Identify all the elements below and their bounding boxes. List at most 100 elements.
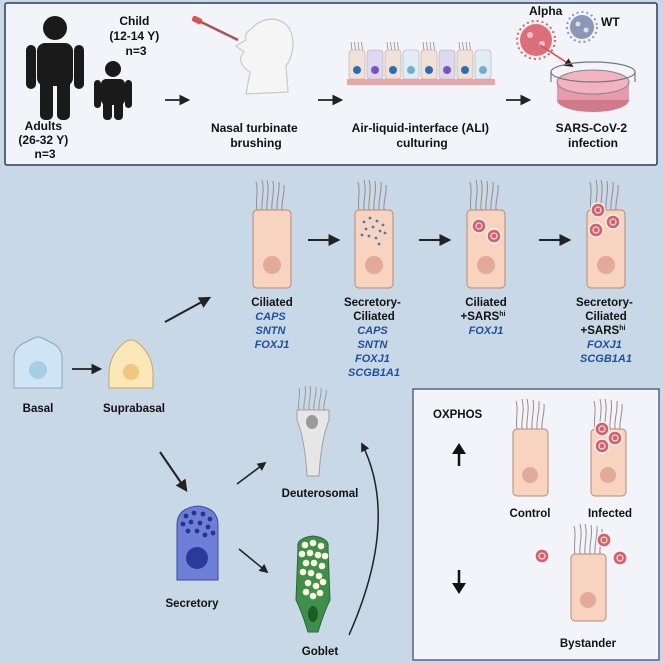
bystander-label: Bystander <box>560 638 617 650</box>
secretory-dot <box>374 236 378 240</box>
adult-silhouette-icon <box>26 16 84 120</box>
secretory-dot <box>375 219 379 223</box>
secretory-dot <box>381 223 385 227</box>
secretory-granule <box>205 524 211 530</box>
secretory-ciliated-sars-title-line3: +SARShi <box>581 325 626 337</box>
deuterosomal-cell <box>296 385 330 477</box>
basal-label: Basal <box>23 403 54 415</box>
secretory-dot <box>377 242 381 246</box>
infected-label: Infected <box>588 508 632 520</box>
virus-particle <box>471 218 487 234</box>
secretory-cell <box>176 505 219 581</box>
goblet-granule <box>319 578 327 586</box>
goblet-granule <box>317 542 325 550</box>
goblet-granule <box>314 551 322 559</box>
secretory-dot <box>368 216 372 220</box>
ali-cell <box>420 49 438 80</box>
control-label: Control <box>510 508 551 520</box>
secretory-dot <box>378 229 382 233</box>
goblet-cell <box>295 535 331 633</box>
ciliated-title: Ciliated <box>251 297 293 309</box>
ali-cilium <box>469 41 471 51</box>
ali-cell <box>456 49 474 80</box>
ciliated-cell <box>252 179 292 289</box>
secretory-ciliated-cell <box>354 179 394 289</box>
virus-particle <box>605 214 621 230</box>
ali-nucleus <box>389 66 397 74</box>
ciliated-genes: CAPS SNTN FOXJ1 <box>255 311 290 351</box>
secretory-ciliated-title: Secretory- Ciliated <box>344 297 404 323</box>
secretory-granule <box>200 511 206 517</box>
secretory-granule <box>180 521 186 527</box>
secretory-granule <box>191 510 197 516</box>
secretory-ciliated-genes: CAPS SNTN FOXJ1 SCGB1A1 <box>348 325 400 379</box>
goblet-granule <box>309 592 317 600</box>
virus-particle <box>590 202 606 218</box>
basal-cell <box>13 336 63 389</box>
ali-cilium <box>433 41 435 51</box>
ali-cilium <box>361 41 363 51</box>
secretory-granule <box>207 516 213 522</box>
ali-nucleus <box>461 66 469 74</box>
virus-particle <box>588 222 604 238</box>
adult-label: Adults (26-32 Y) n=3 <box>18 119 71 161</box>
ali-cell <box>474 49 492 80</box>
alpha-to-dish-arrow <box>539 44 574 67</box>
ali-nucleus <box>425 66 433 74</box>
ali-cilium <box>390 41 392 51</box>
secretory-granule <box>188 519 194 525</box>
ali-cilium <box>397 41 399 51</box>
step-brushing-label: Nasal turbinate brushing <box>211 121 301 150</box>
secretory-dot <box>367 234 371 238</box>
secretory-dot <box>383 231 387 235</box>
ali-nucleus <box>371 66 379 74</box>
arrow-up-icon <box>452 443 466 466</box>
bystander-cell <box>534 523 628 622</box>
virus-particle <box>612 550 628 566</box>
virus-particle <box>534 548 550 564</box>
secretory-dot <box>371 225 375 229</box>
arrow-down-icon <box>452 570 466 594</box>
arrow-goblet-to-secretory-ciliated <box>348 442 379 636</box>
ali-cilium <box>462 41 464 51</box>
ali-cilium <box>458 41 461 51</box>
secretory-granule <box>183 513 189 519</box>
secretory-granule <box>202 532 208 538</box>
goblet-granule <box>299 568 307 576</box>
ali-cilium <box>354 41 356 51</box>
arrow-secretory-to-deuterosomal <box>236 461 267 485</box>
secretory-granule <box>185 528 191 534</box>
ali-cell <box>348 49 366 80</box>
variant-wt-label: WT <box>601 15 620 29</box>
culture-dish-icon <box>550 61 636 112</box>
secretory-granule <box>194 528 200 534</box>
suprabasal-cell <box>108 339 154 389</box>
secretory-dot <box>360 233 364 237</box>
goblet-granule <box>301 541 309 549</box>
infected-cell <box>590 398 627 497</box>
goblet-granule <box>312 582 320 590</box>
goblet-granule <box>316 589 324 597</box>
goblet-granule <box>302 588 310 596</box>
ali-culture-illustration <box>347 41 495 85</box>
secretory-granule <box>197 520 203 526</box>
ali-cilium <box>357 41 360 51</box>
nasal-swab-icon <box>191 15 239 42</box>
goblet-granule <box>304 579 312 587</box>
arrow-suprabasal-to-ciliated <box>164 296 212 323</box>
virus-particle <box>594 438 610 454</box>
ali-nucleus <box>407 66 415 74</box>
ciliated-sars-title-line2: +SARShi <box>461 311 506 323</box>
ali-nucleus <box>479 66 487 74</box>
suprabasal-label: Suprabasal <box>103 403 165 415</box>
child-label: Child (12-14 Y) n=3 <box>109 14 162 58</box>
secretory-dot <box>364 227 368 231</box>
secretory-dot <box>362 220 366 224</box>
variant-alpha-label: Alpha <box>529 4 563 18</box>
ali-cilium <box>426 41 428 51</box>
goblet-granule <box>298 550 306 558</box>
goblet-granule <box>321 552 329 560</box>
oxphos-title: OXPHOS <box>433 409 483 421</box>
